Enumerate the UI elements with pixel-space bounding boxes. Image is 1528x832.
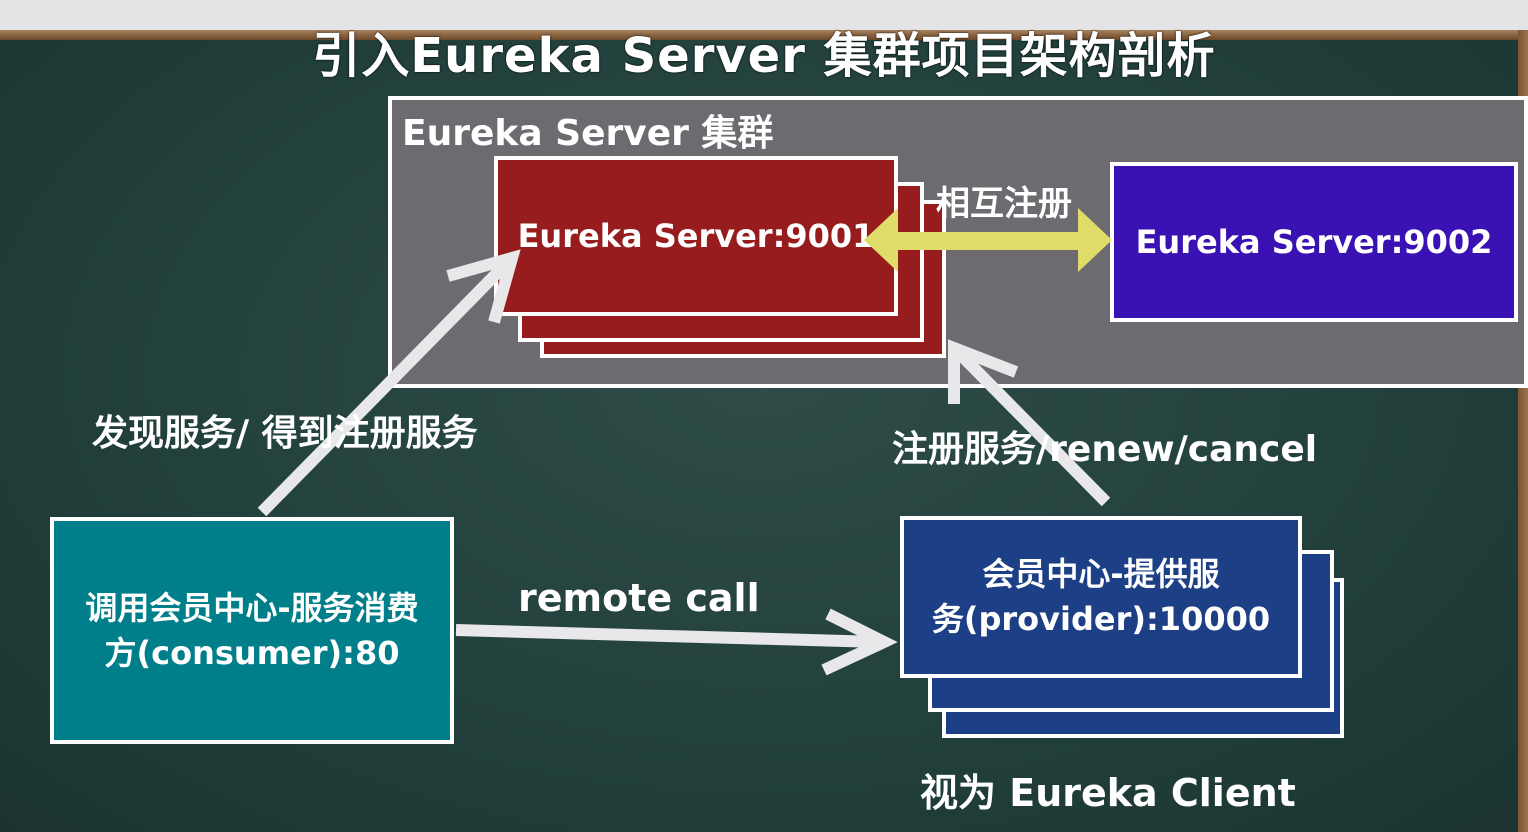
discover-arrow (257, 249, 521, 517)
provider-box: 会员中心-提供服 务(provider):10000 (900, 516, 1302, 678)
top-strip (0, 0, 1528, 30)
remote-call-arrow (455, 608, 898, 676)
consumer-label-line2: 方(consumer):80 (104, 633, 400, 672)
server2-label: Eureka Server:9002 (1135, 222, 1493, 261)
page-title: 引入Eureka Server 集群项目架构剖析 (312, 28, 1216, 84)
mutual-register-label: 相互注册 (936, 184, 1072, 224)
consumer-label: 调用会员中心-服务消费 方(consumer):80 (54, 521, 450, 740)
board-frame-right (1518, 30, 1528, 832)
server1-box: Eureka Server:9001 (494, 156, 898, 316)
server1-label: Eureka Server:9001 (517, 216, 875, 255)
register-arrow (948, 339, 1111, 507)
board-frame-top (0, 30, 1528, 40)
consumer-label-line1: 调用会员中心-服务消费 (85, 588, 419, 627)
provider-label-line1: 会员中心-提供服 (982, 555, 1220, 594)
mutual-register-arrow (864, 208, 1112, 272)
provider-label-line2: 务(provider):10000 (931, 600, 1271, 638)
register-label: 注册服务/renew/cancel (892, 429, 1318, 470)
provider-label: 会员中心-提供服 务(provider):10000 (904, 520, 1298, 674)
remote-call-label: remote call (518, 576, 760, 620)
consumer-box: 调用会员中心-服务消费 方(consumer):80 (50, 517, 454, 744)
server2-box: Eureka Server:9002 (1110, 162, 1518, 322)
discover-label: 发现服务/ 得到注册服务 (92, 413, 478, 454)
client-label: 视为 Eureka Client (920, 771, 1296, 815)
cluster-label: Eureka Server 集群 (402, 113, 774, 154)
